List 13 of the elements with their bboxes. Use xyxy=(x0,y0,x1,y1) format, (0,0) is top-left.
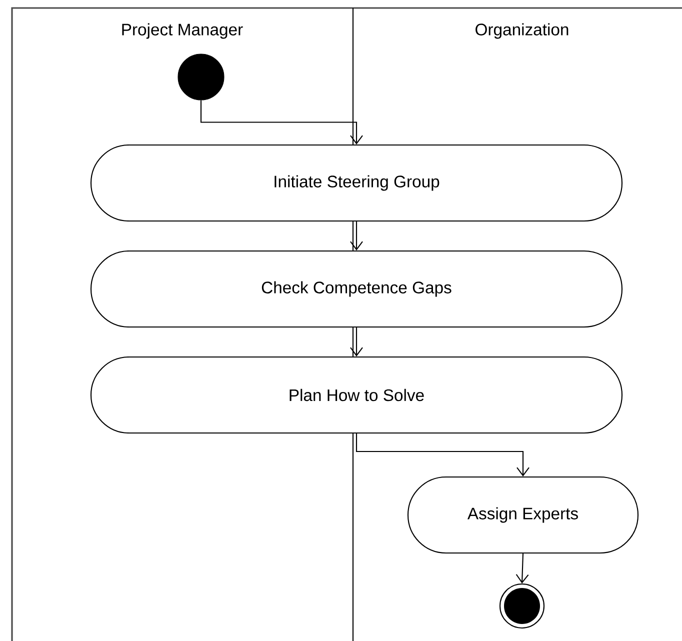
arrow xyxy=(516,554,529,584)
activity-box: Check Competence Gaps xyxy=(90,250,623,328)
activity-box: Plan How to Solve xyxy=(90,356,623,434)
activity-box: Initiate Steering Group xyxy=(90,144,623,222)
arrow xyxy=(200,100,363,144)
arrow xyxy=(350,222,363,250)
lane-heading: Organization xyxy=(476,23,568,39)
final-node xyxy=(499,583,545,629)
lane-heading: Project Manager xyxy=(122,23,243,39)
activity-box: Assign Experts xyxy=(407,476,639,554)
arrow xyxy=(350,328,363,356)
arrow xyxy=(356,434,530,476)
initial-node xyxy=(178,54,224,100)
